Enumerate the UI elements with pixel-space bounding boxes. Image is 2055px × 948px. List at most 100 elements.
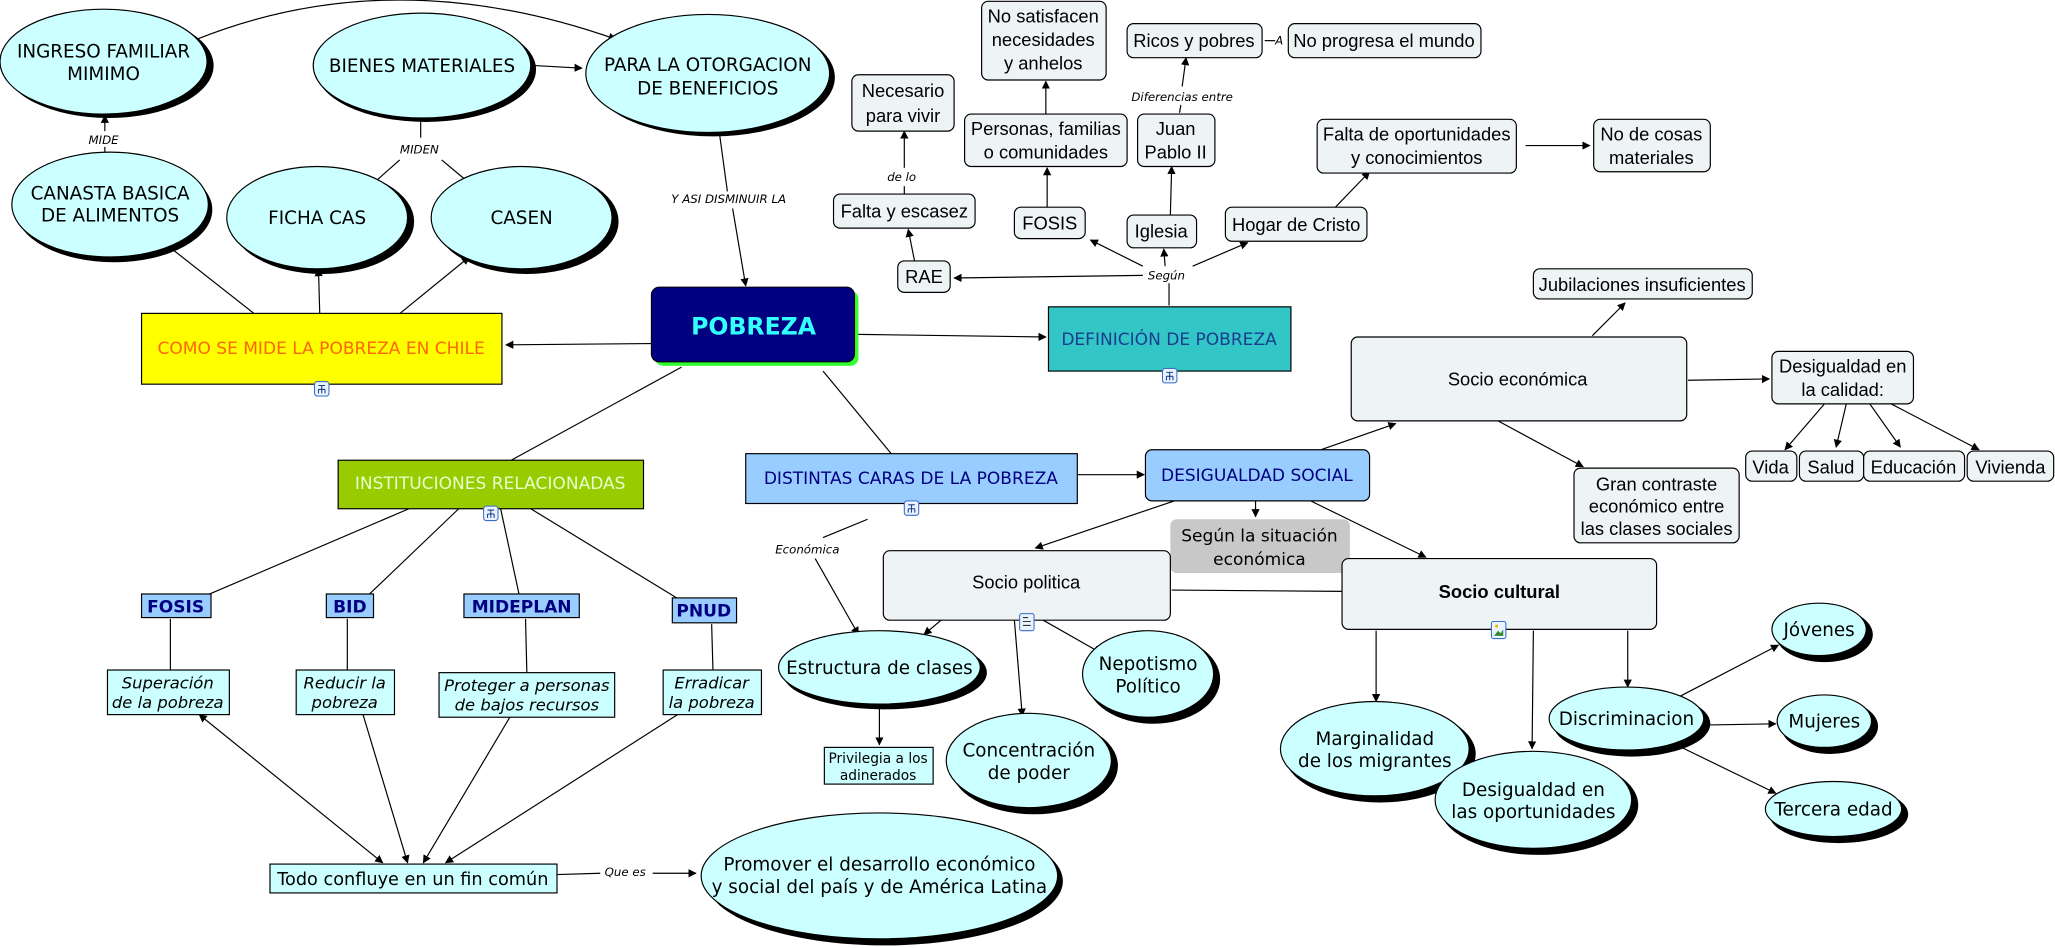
- submap-icon[interactable]: [483, 505, 499, 522]
- link-label-y-asi: Y ASI DISMINUIR LA: [671, 192, 786, 206]
- concept-concentracion[interactable]: Concentración de poder: [945, 712, 1118, 815]
- concept-falta-oportunidades[interactable]: Falta de oportunidades y conocimientos: [1316, 118, 1517, 174]
- concept-socio-economica-label: Socio económica: [1448, 368, 1588, 389]
- concept-segun-situacion[interactable]: Según la situación económica: [1170, 519, 1350, 573]
- concept-vivienda[interactable]: Vivienda: [1966, 450, 2055, 482]
- concept-estructura-clases[interactable]: Estructura de clases: [777, 630, 987, 710]
- concept-necesario[interactable]: Necesario para vivir: [851, 74, 955, 132]
- concept-instituciones-label: INSTITUCIONES RELACIONADAS: [355, 474, 626, 494]
- concept-definicion-label: DEFINICIÓN DE POBREZA: [1061, 328, 1277, 350]
- goal-pnud-line1: Erradicar: [674, 673, 750, 692]
- link-label-miden: MIDEN: [400, 142, 439, 156]
- concept-otorgacion[interactable]: PARA LA OTORGACION DE BENEFICIOS: [585, 13, 835, 137]
- concept-otorgacion-line1: PARA LA OTORGACION: [604, 55, 811, 76]
- goal-bid-line1: Reducir la: [304, 673, 386, 692]
- submap-icon[interactable]: [1161, 367, 1178, 384]
- link-pobreza-como: [505, 340, 652, 349]
- link-label-diferencias: Diferencias entre: [1131, 90, 1233, 104]
- concept-vivienda-label: Vivienda: [1975, 456, 2046, 477]
- goal-mideplan-line2: de bajos recursos: [455, 696, 600, 715]
- institution-fosis[interactable]: FOSIS: [140, 593, 212, 619]
- link-segun-fosis: [1089, 239, 1144, 267]
- submap-icon[interactable]: [314, 381, 330, 397]
- link-pobreza-definicion: [857, 332, 1047, 342]
- concept-desigualdad-calidad[interactable]: Desigualdad en la calidad:: [1771, 350, 1915, 405]
- goal-bid[interactable]: Reducir la pobreza: [295, 669, 396, 716]
- concept-socio-cultural[interactable]: Socio cultural: [1341, 557, 1658, 640]
- link-pobreza-instituciones: [510, 366, 682, 461]
- concept-promover[interactable]: Promover el desarrollo económico y socia…: [700, 812, 1063, 946]
- concept-ficha-cas[interactable]: FICHA CAS: [226, 165, 415, 275]
- submap-icon[interactable]: [903, 500, 920, 516]
- document-icon[interactable]: [1019, 613, 1035, 632]
- concept-iglesia[interactable]: Iglesia: [1126, 214, 1198, 249]
- concept-desigualdad-social[interactable]: DESIGUALDAD SOCIAL: [1144, 449, 1371, 502]
- concept-no-cosas[interactable]: No de cosas materiales: [1593, 118, 1711, 173]
- concept-salud-label: Salud: [1807, 456, 1854, 477]
- link-otorgacion-pobreza-b: [732, 208, 749, 287]
- institution-pnud[interactable]: PNUD: [671, 597, 738, 624]
- goal-fosis[interactable]: Superación de la pobreza: [106, 669, 230, 716]
- link-desig-sociopol: [1034, 500, 1175, 550]
- goal-mideplan[interactable]: Proteger a personas de bajos recursos: [438, 672, 616, 718]
- concept-distintas-caras[interactable]: DISTINTAS CARAS DE LA POBREZA: [745, 453, 1078, 516]
- concept-privilegia[interactable]: Privilegia a los adinerados: [823, 746, 934, 785]
- link-bienes-otorgacion: [534, 63, 583, 72]
- concept-gran-contraste[interactable]: Gran contraste económico entre las clase…: [1573, 467, 1740, 544]
- concept-juan-pablo-line1: Juan: [1156, 118, 1196, 139]
- concept-marginalidad[interactable]: Marginalidad de los migrantes: [1279, 700, 1476, 803]
- concept-jovenes[interactable]: Jóvenes: [1771, 602, 1873, 663]
- goal-pnud[interactable]: Erradicar la pobreza: [662, 669, 763, 716]
- concept-salud[interactable]: Salud: [1798, 450, 1865, 482]
- link-desigcal-vida: [1784, 402, 1827, 451]
- concept-instituciones[interactable]: INSTITUCIONES RELACIONADAS: [337, 459, 645, 522]
- link-como-canasta: [163, 242, 256, 316]
- concept-definicion[interactable]: DEFINICIÓN DE POBREZA: [1047, 306, 1292, 384]
- concept-discriminacion[interactable]: Discriminacion: [1548, 686, 1711, 757]
- link-socioeco-desigcal: [1688, 374, 1771, 384]
- concept-no-satisfacen[interactable]: No satisfacen necesidades y anhelos: [981, 0, 1107, 81]
- concept-nepotismo[interactable]: Nepotismo Político: [1081, 630, 1221, 724]
- concept-personas[interactable]: Personas, familias o comunidades: [964, 113, 1128, 168]
- concept-bienes[interactable]: BIENES MATERIALES: [312, 12, 537, 122]
- concept-todo-confluye[interactable]: Todo confluye en un fin común: [269, 863, 558, 894]
- link-segun-hogar: [1192, 241, 1249, 267]
- link-otorgacion-pobreza: [718, 133, 728, 192]
- image-icon[interactable]: [1490, 620, 1507, 640]
- concept-desigualdad-oportunidades[interactable]: Desigualdad en las oportunidades: [1434, 750, 1639, 855]
- concept-juan-pablo[interactable]: Juan Pablo II: [1136, 113, 1216, 168]
- concept-canasta[interactable]: CANASTA BASICA DE ALIMENTOS: [11, 151, 213, 263]
- concept-ricos-pobres[interactable]: Ricos y pobres: [1126, 23, 1263, 59]
- concept-fosis-definicion[interactable]: FOSIS: [1013, 206, 1086, 240]
- concept-gran-contraste-line3: las clases sociales: [1581, 518, 1733, 539]
- concept-jubilaciones[interactable]: Jubilaciones insuficientes: [1532, 268, 1753, 300]
- concept-ingreso[interactable]: INGRESO FAMILIAR MIMIMO: [0, 8, 214, 119]
- concept-mujeres-label: Mujeres: [1788, 712, 1860, 733]
- concept-casen[interactable]: CASEN: [430, 165, 619, 275]
- link-inst-bid: [369, 508, 460, 595]
- concept-educacion[interactable]: Educación: [1863, 450, 1966, 482]
- concept-desigualdad-calidad-line2: la calidad:: [1801, 379, 1884, 400]
- link-mideplan-goal: [524, 618, 528, 673]
- link-caras-economica: [822, 518, 868, 539]
- concept-pobreza[interactable]: POBREZA: [650, 286, 859, 366]
- concept-no-satisfacen-line1: No satisfacen: [988, 5, 1099, 26]
- institution-mideplan[interactable]: MIDEPLAN: [463, 593, 580, 619]
- concept-como-se-mide[interactable]: COMO SE MIDE LA POBREZA EN CHILE: [140, 312, 503, 397]
- concept-segun-situacion-line2: económica: [1213, 550, 1306, 570]
- concept-no-progresa[interactable]: No progresa el mundo: [1287, 23, 1482, 59]
- link-discr-tercera: [1681, 746, 1777, 794]
- institution-bid[interactable]: BID: [325, 593, 375, 619]
- concept-socio-economica[interactable]: Socio económica: [1350, 336, 1688, 422]
- concept-mujeres[interactable]: Mujeres: [1776, 694, 1879, 754]
- concept-vida[interactable]: Vida: [1745, 450, 1798, 482]
- concept-iglesia-label: Iglesia: [1135, 220, 1189, 241]
- concept-hogar-cristo[interactable]: Hogar de Cristo: [1224, 206, 1368, 242]
- concept-socio-politica[interactable]: Socio politica: [882, 550, 1171, 632]
- link-label-segun: Según: [1148, 268, 1185, 282]
- concept-falta-escasez[interactable]: Falta y escasez: [832, 193, 976, 229]
- link-goal-bid-todo: [362, 714, 410, 864]
- concept-tercera-edad[interactable]: Tercera edad: [1764, 780, 1909, 844]
- concept-rae[interactable]: RAE: [897, 260, 951, 293]
- concept-nepotismo-line2: Político: [1115, 676, 1180, 697]
